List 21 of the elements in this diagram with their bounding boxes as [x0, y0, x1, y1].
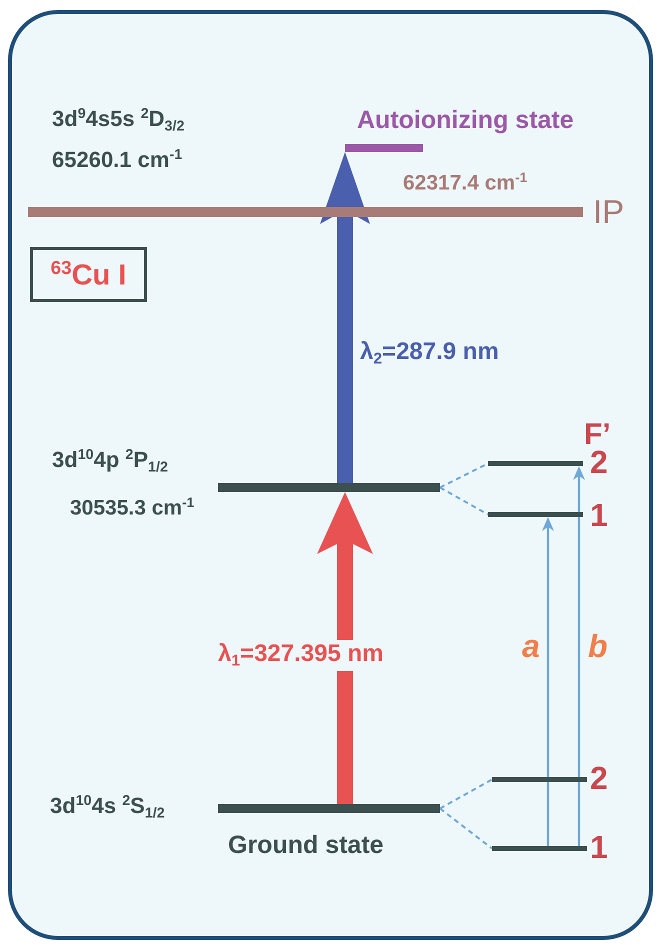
arrow [317, 492, 373, 804]
quantum-number: 1 [590, 497, 608, 534]
level-caption: Ground state [228, 831, 384, 860]
species-label: $^{63}$Cu I [50, 256, 128, 292]
level-term: 3d$^{9}$4s5s $^{2}$D$_{3/2}$ [52, 106, 184, 135]
arrow [573, 466, 585, 846]
quantum-number: 2 [590, 760, 608, 797]
species-box [30, 247, 147, 302]
level-term: 3d$^{10}$4s $^{2}$S$_{1/2}$ [50, 793, 165, 822]
connector-line [440, 778, 492, 810]
level-caption: Autoionizing state [357, 106, 574, 135]
level-term: 3d$^{10}$4p $^{2}$P$_{1/2}$ [52, 447, 168, 476]
quantum-number: 1 [590, 829, 608, 866]
arrow [320, 152, 370, 483]
arrow [542, 517, 554, 846]
level-energy: 30535.3 cm$^{-1}$ [70, 495, 194, 521]
connector-line [439, 808, 493, 850]
level-energy: 62317.4 cm$^{-1}$ [403, 170, 528, 196]
connector-line [440, 486, 488, 516]
level-name: IP [593, 193, 624, 231]
level-energy: 65260.1 cm$^{-1}$ [52, 147, 182, 172]
